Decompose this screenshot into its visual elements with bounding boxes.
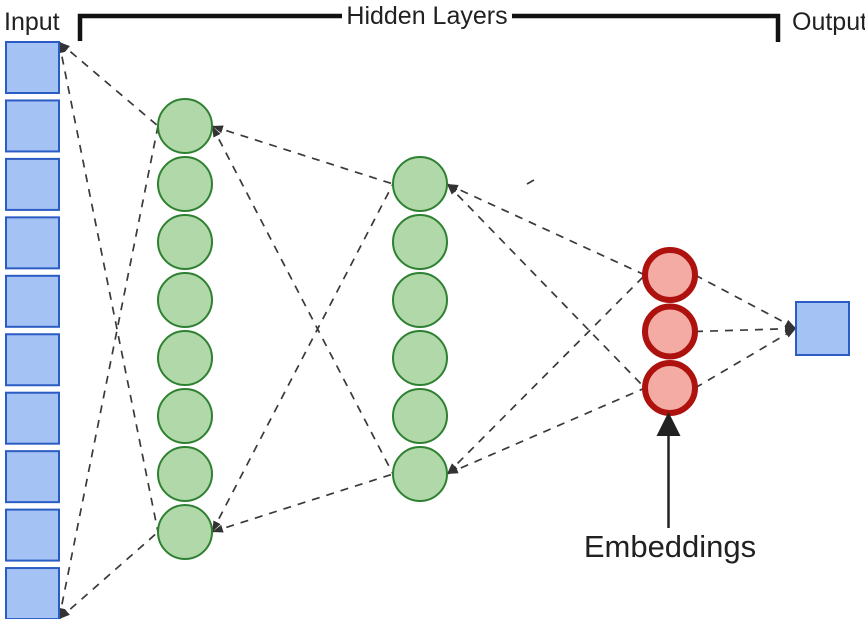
input-node [5, 333, 60, 387]
connection-line [694, 324, 797, 333]
connection-line [446, 274, 646, 475]
hidden1-neuron [157, 504, 213, 560]
hidden2-neuron [392, 330, 448, 386]
hidden1-neuron [157, 388, 213, 444]
connection-line [446, 183, 646, 389]
embedding-neuron [642, 303, 698, 360]
output-node [795, 301, 850, 356]
hidden1-neuron [157, 156, 213, 212]
connection-line [446, 183, 646, 276]
stray-dash-mark [526, 179, 535, 185]
input-node [5, 99, 60, 153]
hidden1-neuron [157, 98, 213, 154]
input-node [5, 216, 60, 270]
input-node [5, 274, 60, 328]
input-node [5, 508, 60, 562]
embedding-neuron [642, 247, 698, 303]
input-node [5, 391, 60, 445]
connection-line [694, 274, 797, 330]
connection-line [58, 41, 159, 127]
embeddings-label: Embeddings [584, 529, 756, 564]
connection-line [211, 125, 394, 475]
output-layer [795, 301, 850, 356]
hidden2-neuron [392, 272, 448, 328]
hidden2-neuron [392, 446, 448, 502]
connection-line [58, 531, 159, 619]
layer-nodes [5, 41, 850, 619]
hidden2-neuron [392, 156, 448, 212]
connection-line [446, 387, 646, 475]
connection-edges [57, 41, 797, 619]
hidden-layers-bracket [77, 13, 781, 42]
embeddings-layer [642, 247, 698, 416]
hidden2-neuron [392, 214, 448, 270]
hidden2-neuron [392, 388, 448, 444]
pointer-arrowhead-icon [656, 412, 681, 436]
input-label: Input [4, 8, 60, 36]
hidden1-layer [157, 98, 213, 560]
hidden1-neuron [157, 330, 213, 386]
connection-line [211, 473, 394, 533]
input-node [5, 41, 60, 94]
hidden-layers-label: Hidden Layers [346, 2, 507, 30]
embeddings-pointer-arrow [656, 412, 681, 528]
connection-line [211, 125, 394, 185]
embedding-neuron [642, 360, 698, 416]
connection-line [57, 41, 159, 533]
input-node [5, 157, 60, 211]
hidden2-layer [392, 156, 448, 502]
input-node [5, 450, 60, 504]
input-layer [5, 41, 60, 619]
connection-line [694, 327, 797, 389]
hidden1-neuron [157, 272, 213, 328]
hidden1-neuron [157, 214, 213, 270]
output-label: Output [792, 8, 865, 36]
input-node [5, 567, 60, 619]
hidden1-neuron [157, 446, 213, 502]
connection-line [211, 183, 394, 533]
